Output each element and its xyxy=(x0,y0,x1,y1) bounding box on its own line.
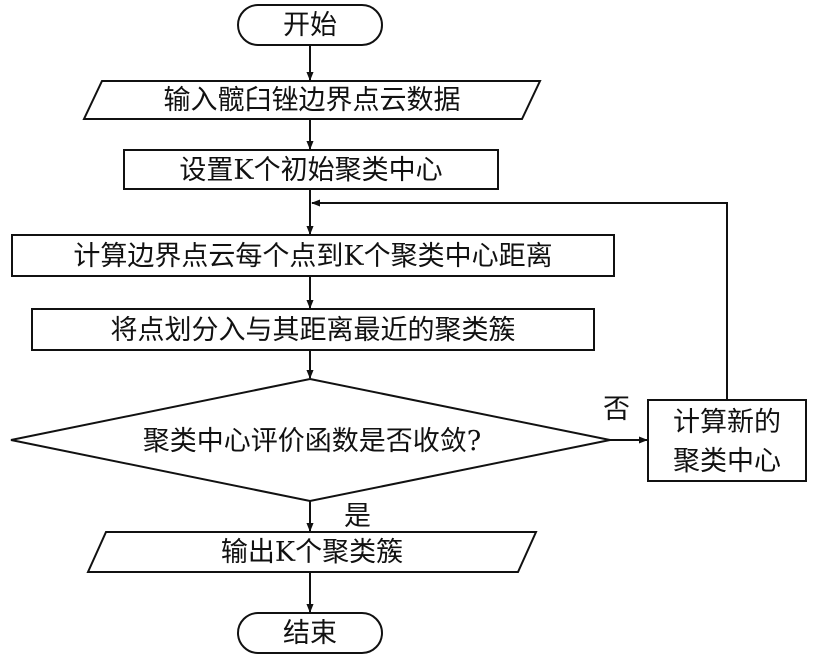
decision-label: 聚类中心评价函数是否收敛? xyxy=(143,426,481,457)
assign-label: 将点划分入与其距离最近的聚类簇 xyxy=(111,315,516,346)
end-node: 结束 xyxy=(237,612,383,654)
output-node: 输出K个聚类簇 xyxy=(86,531,538,573)
end-label: 结束 xyxy=(283,618,337,649)
edge-recompute-loop xyxy=(311,199,728,400)
assign-node: 将点划分入与其距离最近的聚类簇 xyxy=(31,308,595,351)
input-node: 输入髋臼锉边界点云数据 xyxy=(82,80,542,120)
start-node: 开始 xyxy=(237,4,383,46)
output-label: 输出K个聚类簇 xyxy=(221,537,403,568)
start-label: 开始 xyxy=(283,10,337,41)
yes-label: 是 xyxy=(344,501,371,532)
recompute-label-line1: 计算新的 xyxy=(673,407,781,438)
recompute-node: 计算新的 聚类中心 xyxy=(647,399,807,482)
distance-node: 计算边界点云每个点到K个聚类中心距离 xyxy=(11,234,615,277)
input-label: 输入髋臼锉边界点云数据 xyxy=(164,85,461,116)
no-label: 否 xyxy=(603,394,630,425)
init-label: 设置K个初始聚类中心 xyxy=(179,155,442,186)
decision-node: 聚类中心评价函数是否收敛? xyxy=(10,377,611,503)
init-node: 设置K个初始聚类中心 xyxy=(123,149,499,190)
distance-label: 计算边界点云每个点到K个聚类中心距离 xyxy=(73,241,552,272)
recompute-label-line2: 聚类中心 xyxy=(673,446,781,477)
